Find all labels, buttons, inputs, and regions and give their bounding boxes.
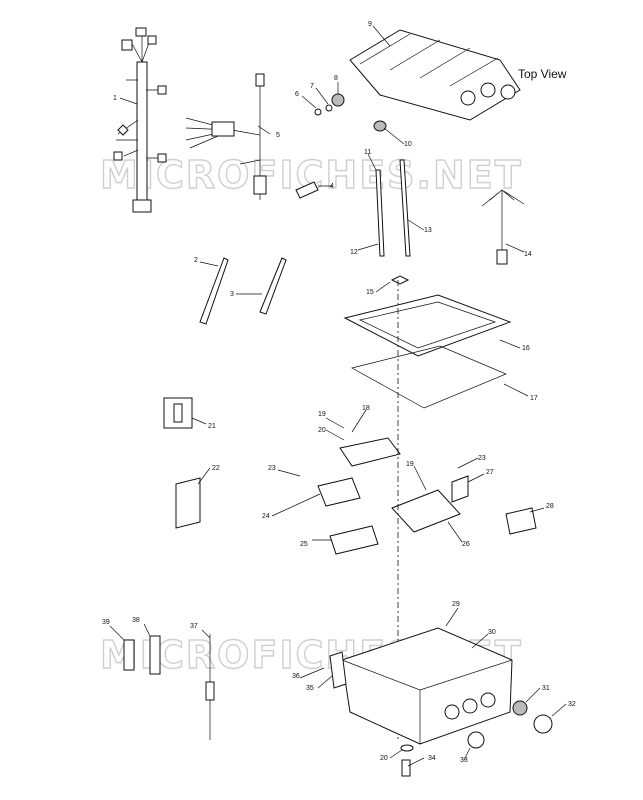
callout-15: 15 [366,289,374,296]
callout-2: 2 [194,257,198,264]
callout-26: 26 [462,541,470,548]
callout-8: 8 [334,75,338,82]
callout-22: 22 [212,465,220,472]
callout-31: 31 [542,685,550,692]
callout-25: 25 [300,541,308,548]
part-20-washer-lower [400,744,414,752]
part-33-plug [467,731,485,749]
part-14-harness [481,189,525,265]
callout-34: 34 [428,755,436,762]
callout-23-right: 23 [478,455,486,462]
callout-9: 9 [368,21,372,28]
callout-39: 39 [102,619,110,626]
part-9-control-module-top [349,29,521,121]
callout-35: 35 [306,685,314,692]
part-28-connector [505,507,537,535]
callout-16: 16 [522,345,530,352]
callout-18: 18 [362,405,370,412]
part-26-circuit-board [391,489,461,533]
part-2-strap [199,257,229,325]
callout-17: 17 [530,395,538,402]
part-35-bracket [329,651,347,689]
callout-7: 7 [310,83,314,90]
part-39-fuse [123,639,135,671]
callout-11: 11 [364,149,371,156]
callout-27: 27 [486,469,494,476]
callout-33: 33 [460,757,468,764]
part-13-strap [399,159,411,257]
callout-3: 3 [230,291,234,298]
callout-23-left: 23 [268,465,276,472]
part-8-connector [331,93,345,107]
part-16-cover [343,294,512,357]
part-30-base-housing [341,627,513,745]
part-32-cap [533,714,553,734]
callout-14: 14 [524,251,532,258]
callout-28: 28 [546,503,554,510]
callout-30: 30 [488,629,496,636]
callout-1: 1 [113,95,117,102]
part-1-wiring-harness [113,27,167,213]
callout-10: 10 [404,141,412,148]
part-4-plug [295,181,319,199]
part-5-sensor-harness [185,73,267,200]
part-7-washer [325,104,333,112]
callout-38: 38 [132,617,140,624]
callout-21: 21 [208,423,216,430]
callout-19-lower: 19 [406,461,414,468]
part-34-screw [401,759,411,777]
part-15-plug [390,275,410,285]
part-3-strap [259,257,287,315]
top-view-label: Top View [518,67,567,81]
part-21-label-inner [173,403,183,423]
part-37-fuse-holder [205,681,215,701]
part-22-bracket [175,477,201,529]
part-10-grommet [373,120,387,132]
callout-13: 13 [424,227,432,234]
leader-lines [109,25,567,767]
part-38-fuse [149,635,161,675]
part-12-strap [375,169,385,257]
callout-12: 12 [350,249,358,256]
callout-20-upper: 20 [318,427,326,434]
callout-29: 29 [452,601,460,608]
callout-19-upper: 19 [318,411,326,418]
callout-6: 6 [295,91,299,98]
part-31-plug [512,700,528,716]
part-6-screw [314,108,322,116]
part-27-bracket [451,475,469,503]
part-25-module [329,525,379,555]
callout-37: 37 [190,623,198,630]
part-17-gasket [351,345,507,409]
callout-20-lower: 20 [380,755,388,762]
callout-36: 36 [292,673,300,680]
callout-4: 4 [330,183,334,190]
part-24-terminal-block [317,477,361,507]
part-18-relay [339,437,401,467]
callout-32: 32 [568,701,576,708]
callout-5: 5 [276,132,280,139]
callout-24: 24 [262,513,270,520]
